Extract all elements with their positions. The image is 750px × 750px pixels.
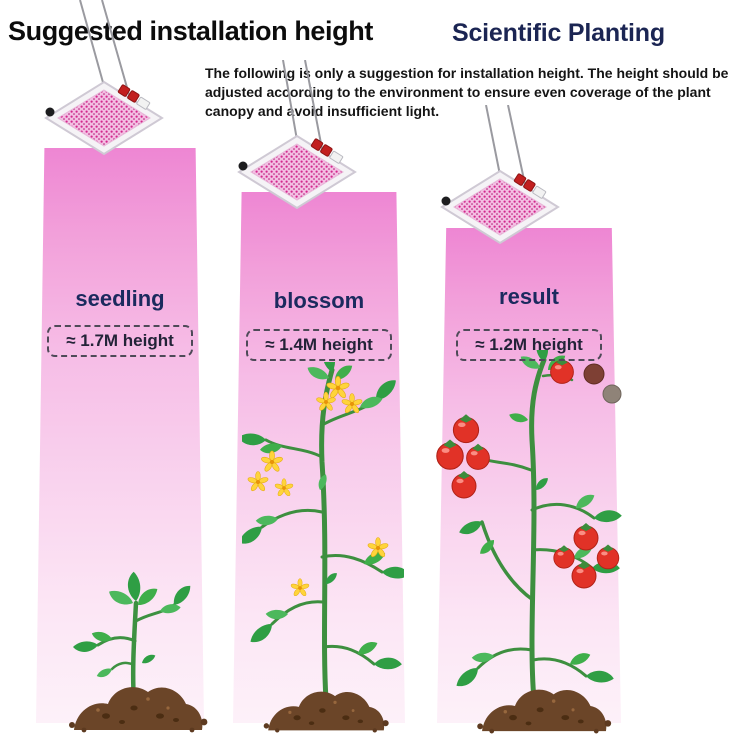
stage-label: blossom: [273, 288, 365, 313]
hanging-wires-icon: [282, 60, 324, 155]
page-title: Suggested installation height: [8, 16, 373, 46]
stage-label: seedling: [75, 286, 165, 311]
height-label-box: ≈ 1.4M height: [246, 329, 392, 361]
mount-clip-icon: [45, 107, 55, 117]
blossom-plant-icon: [242, 362, 404, 702]
soil-mound-icon: [69, 687, 208, 733]
grow-light-panel-icon: [440, 105, 560, 245]
grow-light-panel-icon: [237, 60, 357, 210]
hanging-wires-icon: [485, 105, 527, 190]
power-switches-icon: [310, 138, 344, 164]
tomato-plant-icon: [436, 350, 623, 702]
grow-light-panel-icon: [44, 0, 164, 156]
tomatoes-icon: [436, 357, 622, 589]
height-label-text: ≈ 1.4M height: [265, 335, 373, 354]
description-text: The following is only a suggestion for i…: [205, 65, 729, 119]
height-label-text: ≈ 1.2M height: [475, 335, 583, 354]
leaves: [452, 350, 623, 689]
mount-clip-icon: [238, 161, 248, 171]
height-label-text: ≈ 1.7M height: [66, 331, 174, 350]
mount-clip-icon: [441, 196, 451, 206]
power-switches-icon: [513, 173, 547, 199]
hanging-wires-icon: [79, 0, 131, 99]
light-beam-icon: [36, 148, 204, 723]
height-label-box: ≈ 1.7M height: [47, 325, 193, 357]
power-switches-icon: [117, 84, 151, 110]
soil-mound-icon: [477, 689, 612, 734]
page-subtitle: Scientific Planting: [452, 19, 665, 47]
stage-label: result: [499, 284, 559, 309]
height-label-box: ≈ 1.2M height: [456, 329, 602, 361]
soil-mound-icon: [263, 691, 389, 733]
